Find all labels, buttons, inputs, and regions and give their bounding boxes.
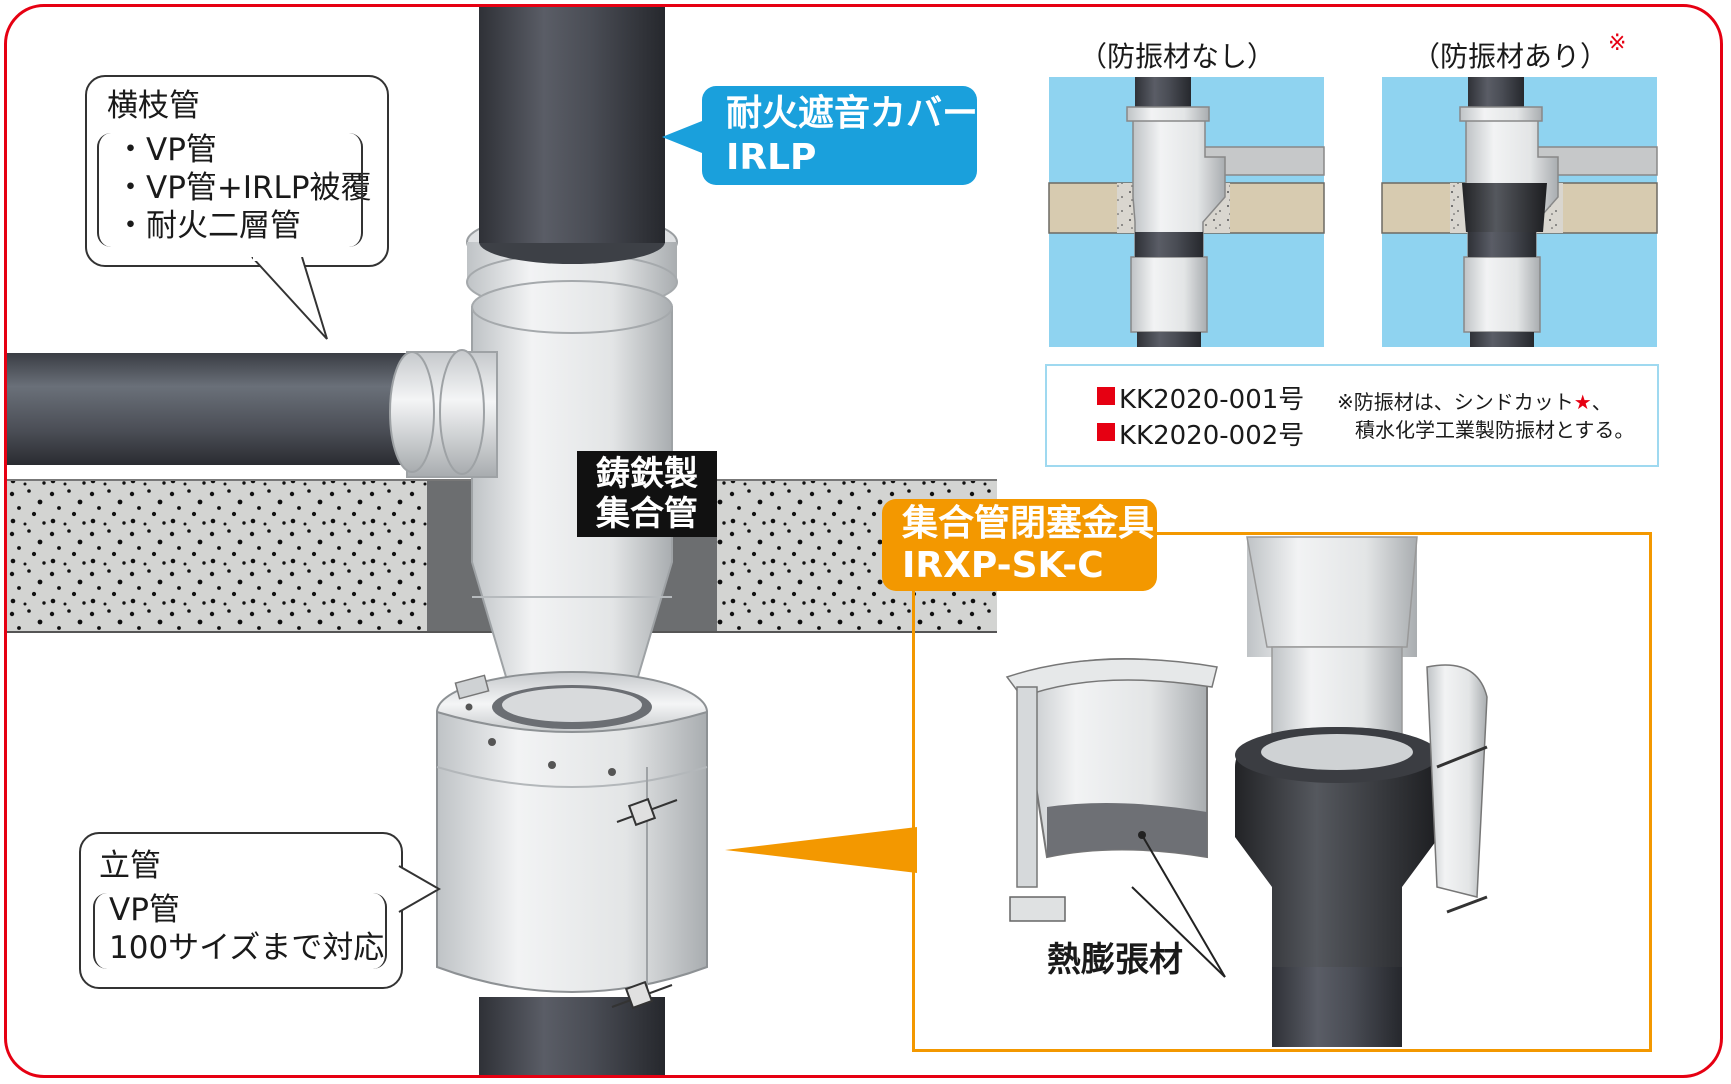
label-without-damper: （防振材なし） (1079, 40, 1276, 73)
riser-title: 立管 (99, 848, 161, 884)
damper-note-text: ※防振材は、シンドカット (1337, 390, 1574, 414)
branch-pipe-bubble (85, 75, 389, 267)
branch-paren-right (347, 133, 363, 247)
riser-paren-left (93, 893, 109, 969)
cover-code: IRLP (726, 137, 817, 178)
lower-riser-pipe (479, 997, 665, 1075)
cert-number: KK2020-001号 (1119, 385, 1305, 415)
inset-pointer (725, 827, 917, 873)
cert-number: KK2020-002号 (1119, 421, 1305, 451)
fitting-name: 集合管閉塞金具 (902, 503, 1155, 544)
cover-callout (702, 86, 977, 185)
cast-iron-tag (577, 451, 717, 537)
riser-bubble (79, 832, 403, 989)
floor-slab-left (7, 480, 477, 632)
inset-fitting-illustration (1005, 536, 1488, 1047)
riser-size: 100サイズまで対応 (109, 930, 385, 966)
bolt-upper (616, 797, 678, 827)
label-with-damper: （防振材あり） (1412, 40, 1609, 73)
damper-note-line1: ※防振材は、シンドカット★、 (1337, 388, 1612, 416)
riser-bubble-tail (395, 865, 442, 913)
damper-note-line2: 積水化学工業製防振材とする。 (1355, 418, 1635, 442)
intumescent-label: 熱膨張材 (1047, 940, 1183, 980)
cert-marker (1097, 423, 1115, 441)
branch-pipe-item: ・耐火二層管 (115, 208, 301, 244)
bolt-lower (611, 980, 673, 1010)
branch-pipe-item: ・VP管+IRLP被覆 (115, 170, 372, 206)
cover-callout-pointer (662, 119, 707, 155)
riser-paren-right (371, 893, 387, 969)
damper-note-comma: 、 (1591, 390, 1612, 414)
cover-name: 耐火遮音カバー (726, 93, 979, 134)
branch-bubble-tail (251, 257, 328, 340)
cast-iron-line2: 集合管 (596, 494, 698, 534)
thumb-without (1048, 77, 1325, 347)
certification-box (1045, 364, 1659, 467)
diagram-scene (7, 7, 1658, 1075)
fitting-callout (882, 499, 1157, 591)
fitting-code: IRXP-SK-C (902, 545, 1104, 586)
branch-paren-left (97, 133, 113, 247)
cast-iron-line1: 鋳鉄製 (596, 454, 698, 494)
fitting-inset-box (912, 532, 1652, 1052)
diagram-frame: 横枝管 ・VP管 ・VP管+IRLP被覆 ・耐火二層管 耐火遮音カバー IRLP… (4, 4, 1723, 1078)
cert-marker (1097, 387, 1115, 405)
thumb-with (1381, 77, 1658, 347)
horizontal-branch-pipe (7, 353, 422, 465)
branch-pipe-title: 横枝管 (107, 88, 200, 124)
riser-pipe-type: VP管 (109, 892, 180, 928)
damper-note-mark: ※ (1608, 31, 1627, 56)
star-icon: ★ (1573, 390, 1592, 414)
branch-pipe-item: ・VP管 (115, 132, 217, 168)
